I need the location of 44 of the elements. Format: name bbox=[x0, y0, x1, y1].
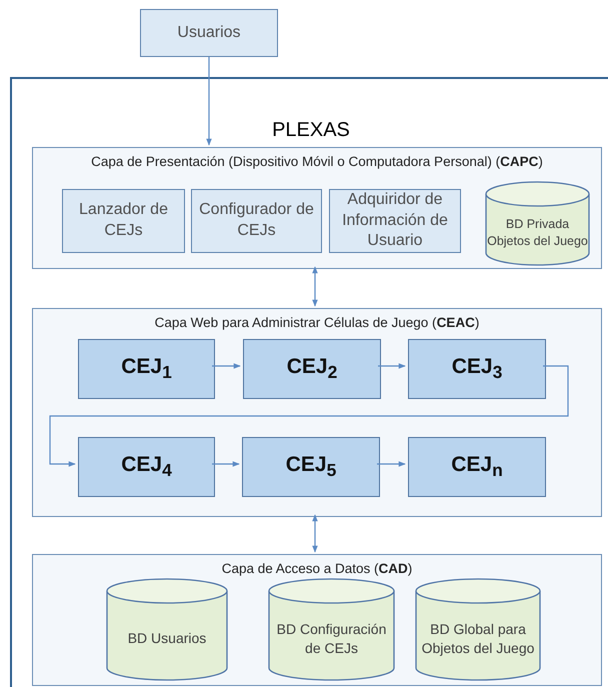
arrow bbox=[212, 461, 240, 467]
database-cylinder bbox=[415, 578, 541, 681]
cell-box bbox=[242, 437, 380, 497]
component-box bbox=[62, 189, 185, 253]
layer-title: Capa de Presentación (Dispositivo Móvil o Computadora Personal) (CAPC) bbox=[90, 154, 544, 169]
cell-label: CEJ$_{3}$ bbox=[450, 354, 504, 384]
cell-box bbox=[78, 339, 215, 399]
system-frame bbox=[10, 77, 608, 687]
cell-box bbox=[243, 339, 381, 399]
layer-panel bbox=[32, 147, 602, 269]
layer-title: Capa Web para Administrar Células de Juego (CEAC) bbox=[154, 315, 480, 330]
database-label: BD Global para Objetos del Juego bbox=[420, 620, 536, 658]
arrow bbox=[378, 363, 406, 369]
arrow bbox=[377, 461, 406, 467]
database-label: BD Configuración de CEJs bbox=[276, 620, 388, 658]
box-label: Lanzador de CEJs bbox=[78, 200, 169, 241]
cell-box bbox=[78, 437, 215, 497]
user-box bbox=[140, 9, 278, 57]
cell-label: CEJ$_{n}$ bbox=[450, 452, 504, 482]
system-title: PLEXAS bbox=[271, 119, 351, 142]
cell-box bbox=[408, 437, 546, 497]
arrow bbox=[49, 365, 569, 467]
database-label: BD Usuarios bbox=[126, 629, 208, 648]
component-box bbox=[191, 189, 322, 253]
cell-label: CEJ$_{1}$ bbox=[120, 354, 173, 384]
cell-label: CEJ$_{2}$ bbox=[286, 354, 338, 384]
box-label: Usuarios bbox=[176, 22, 242, 43]
box-label: Adquiridor de Información de Usuario bbox=[341, 190, 449, 252]
layer-panel bbox=[32, 308, 602, 517]
box-label: Configurador de CEJs bbox=[198, 200, 315, 241]
arrow bbox=[212, 363, 241, 369]
cell-box bbox=[408, 339, 546, 399]
database-cylinder bbox=[106, 578, 228, 681]
database-label: BD Privada Objetos del Juego bbox=[486, 216, 589, 250]
arrow bbox=[206, 57, 212, 146]
layer-panel bbox=[32, 554, 602, 686]
database-cylinder bbox=[268, 578, 395, 681]
arrow bbox=[312, 514, 318, 553]
arrow bbox=[312, 266, 318, 307]
cell-label: CEJ$_{4}$ bbox=[120, 452, 173, 482]
layer-title: Capa de Acceso a Datos (CAD) bbox=[220, 561, 414, 576]
component-box bbox=[329, 189, 461, 253]
database-cylinder bbox=[485, 181, 590, 266]
cell-label: CEJ$_{5}$ bbox=[284, 452, 338, 482]
